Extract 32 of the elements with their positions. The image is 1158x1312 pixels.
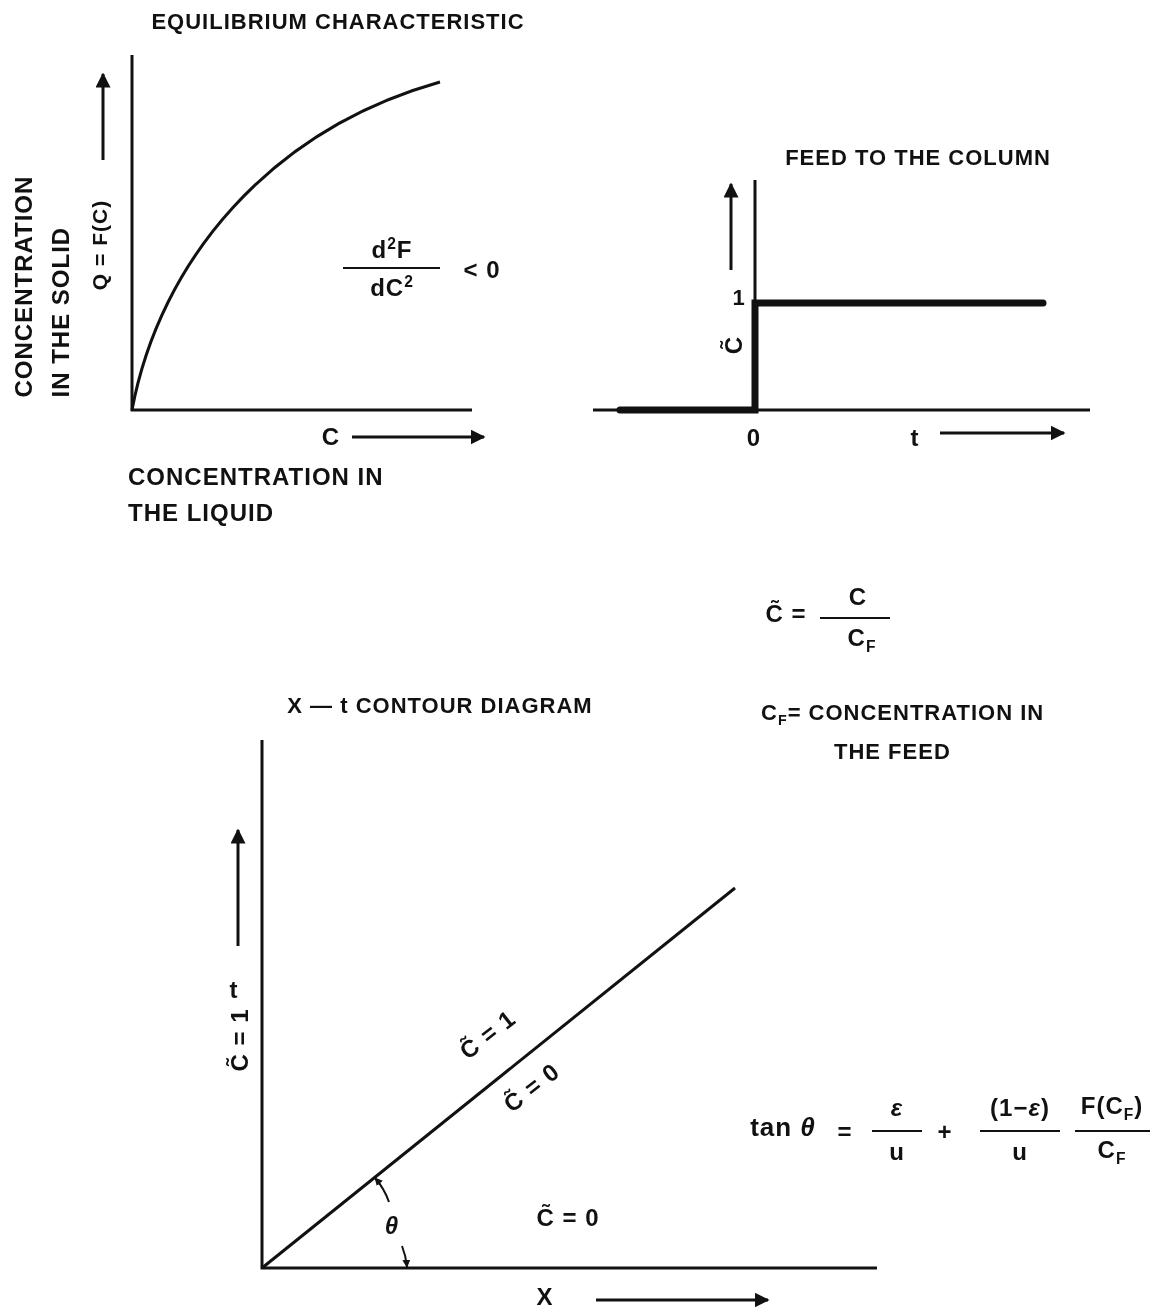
note-text: C$_{F}$= CONCENTRATION IN THE FEED bbox=[761, 698, 1046, 766]
curve-label: C̃ = 0 bbox=[536, 1203, 600, 1233]
panel-title: FEED TO THE COLUMN bbox=[785, 144, 1051, 172]
formula-text: C$_{F}$ bbox=[847, 623, 877, 657]
formula-text: u bbox=[1012, 1137, 1028, 1167]
formula-text: < 0 bbox=[463, 255, 501, 285]
axis-label: t bbox=[910, 423, 920, 453]
formula-text: dC$^{2}$ bbox=[370, 273, 414, 303]
formula-text: u bbox=[889, 1137, 905, 1167]
axis-label: CONCENTRATION IN THE LIQUID bbox=[128, 462, 385, 528]
formula-text: d$^{2}$F bbox=[371, 235, 413, 265]
formula-text: C$_{F}$ bbox=[1097, 1135, 1127, 1169]
tick-label: 1 bbox=[732, 284, 746, 312]
formula-text: ε bbox=[890, 1093, 904, 1123]
curve-label: C̃ = 1 bbox=[225, 1008, 254, 1072]
axis-label: t bbox=[229, 975, 239, 1005]
formula-text: F(C$_{F}$) bbox=[1080, 1091, 1144, 1125]
angle-label: θ bbox=[384, 1211, 400, 1241]
formula-text: + bbox=[937, 1117, 953, 1147]
panel-title: EQUILIBRIUM CHARACTERISTIC bbox=[151, 8, 525, 36]
panel-title: X — t CONTOUR DIAGRAM bbox=[287, 692, 593, 720]
axis-label: Q = F(C) bbox=[87, 199, 113, 291]
formula-text: C bbox=[848, 582, 868, 612]
formula-text: tan θ bbox=[750, 1112, 816, 1144]
axis-label: C bbox=[321, 422, 341, 452]
formula-text: C̃ = bbox=[765, 599, 807, 629]
axis-label: CONCENTRATION IN THE SOLID bbox=[8, 174, 75, 398]
tick-label: 0 bbox=[746, 423, 762, 453]
formula-text: = bbox=[837, 1117, 853, 1147]
axis-label: X bbox=[536, 1282, 554, 1312]
axis-label: C̃ bbox=[719, 335, 748, 355]
formula-text: (1−ε) bbox=[990, 1093, 1050, 1123]
